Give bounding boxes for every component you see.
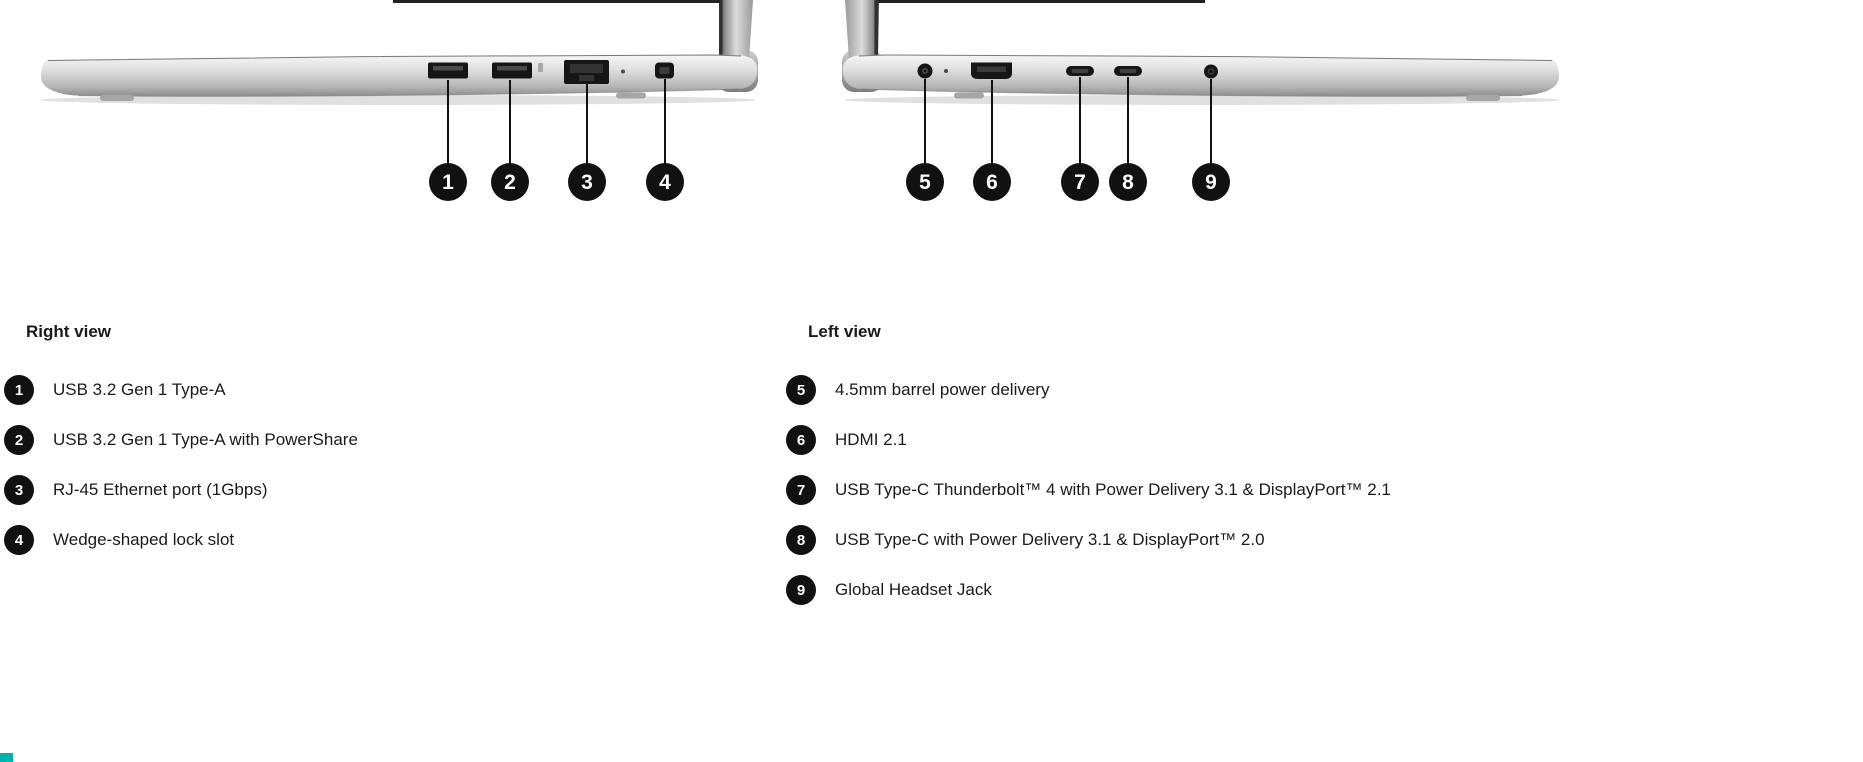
rubber-foot — [1466, 95, 1500, 101]
callout-lines — [924, 77, 1212, 164]
screen-front-edge — [874, 0, 878, 64]
laptop-right-side-illustration — [40, 0, 758, 164]
port-label: 4.5mm barrel power delivery — [835, 380, 1050, 399]
legend-item: 3 RJ-45 Ethernet port (1Gbps) — [4, 465, 764, 515]
indicator-dot — [944, 69, 948, 73]
legend-right-view: Right view 1 USB 3.2 Gen 1 Type-A 2 USB … — [4, 322, 764, 565]
callout-badge: 3 — [4, 475, 34, 505]
usb-c-port — [1066, 66, 1094, 76]
legend-title-right: Right view — [26, 322, 112, 341]
port-label: USB Type-C with Power Delivery 3.1 & Dis… — [835, 530, 1265, 549]
legend-item: 6 HDMI 2.1 — [786, 415, 1546, 465]
port-label: RJ-45 Ethernet port (1Gbps) — [53, 480, 268, 499]
laptop-shadow — [40, 95, 756, 105]
callout-badge: 1 — [4, 375, 34, 405]
callout-badge: 6 — [786, 425, 816, 455]
wedge-lock-slot — [655, 62, 674, 79]
legend-title-left: Left view — [808, 322, 881, 341]
callout-badge: 8 — [786, 525, 816, 555]
legend-item: 4 Wedge-shaped lock slot — [4, 515, 764, 565]
screen-top-edge — [393, 0, 720, 3]
usb-a-port — [428, 62, 468, 79]
deck-seam — [47, 54, 742, 61]
callout-6: 6 — [973, 163, 1011, 201]
legend-item: 2 USB 3.2 Gen 1 Type-A with PowerShare — [4, 415, 764, 465]
legend-rows: 1 USB 3.2 Gen 1 Type-A 2 USB 3.2 Gen 1 T… — [4, 365, 764, 565]
legend-item: 8 USB Type-C with Power Delivery 3.1 & D… — [786, 515, 1546, 565]
port-label: USB 3.2 Gen 1 Type-A — [53, 380, 226, 399]
legend-item: 7 USB Type-C Thunderbolt™ 4 with Power D… — [786, 465, 1546, 515]
callout-badge: 4 — [4, 525, 34, 555]
callout-2: 2 — [491, 163, 529, 201]
rubber-foot — [616, 92, 646, 99]
indicator-dot — [621, 69, 625, 74]
legend-rows: 5 4.5mm barrel power delivery 6 HDMI 2.1… — [786, 365, 1546, 615]
deck-seam — [858, 54, 1553, 61]
headset-jack-port — [1204, 64, 1218, 79]
laptop-base — [843, 54, 1559, 97]
callout-3: 3 — [568, 163, 606, 201]
usb-a-port — [492, 62, 532, 79]
laptop-shadow — [844, 95, 1560, 105]
legend-item: 1 USB 3.2 Gen 1 Type-A — [4, 365, 764, 415]
callout-badge: 7 — [786, 475, 816, 505]
callout-7: 7 — [1061, 163, 1099, 201]
rj45-ethernet-port — [564, 60, 609, 84]
port-label: HDMI 2.1 — [835, 430, 907, 449]
rubber-foot — [954, 92, 984, 99]
port-label: Global Headset Jack — [835, 580, 992, 599]
usb-c-port — [1114, 66, 1142, 76]
port-label: USB Type-C Thunderbolt™ 4 with Power Del… — [835, 480, 1391, 499]
callout-badge: 9 — [786, 575, 816, 605]
hdmi-port — [971, 62, 1012, 79]
legend-left-view: Left view 5 4.5mm barrel power delivery … — [786, 322, 1546, 615]
callout-lines — [447, 79, 666, 164]
callout-1: 1 — [429, 163, 467, 201]
corner-accent-artifact — [0, 753, 13, 762]
laptop-left-side-illustration — [842, 0, 1560, 164]
callout-badge: 2 — [4, 425, 34, 455]
callout-badge: 5 — [786, 375, 816, 405]
barrel-power-port — [917, 63, 933, 79]
callout-4: 4 — [646, 163, 684, 201]
legend-item: 9 Global Headset Jack — [786, 565, 1546, 615]
base-bottom-edge — [77, 88, 741, 97]
screen-front-edge — [719, 0, 723, 64]
callout-8: 8 — [1109, 163, 1147, 201]
powershare-battery-icon — [538, 63, 543, 72]
callout-5: 5 — [906, 163, 944, 201]
screen-top-edge — [878, 0, 1205, 3]
port-label: Wedge-shaped lock slot — [53, 530, 235, 549]
base-bottom-edge — [859, 88, 1523, 97]
laptop-base — [41, 54, 757, 97]
callout-9: 9 — [1192, 163, 1230, 201]
rubber-foot — [100, 95, 134, 101]
port-label: USB 3.2 Gen 1 Type-A with PowerShare — [53, 430, 358, 449]
legend-item: 5 4.5mm barrel power delivery — [786, 365, 1546, 415]
